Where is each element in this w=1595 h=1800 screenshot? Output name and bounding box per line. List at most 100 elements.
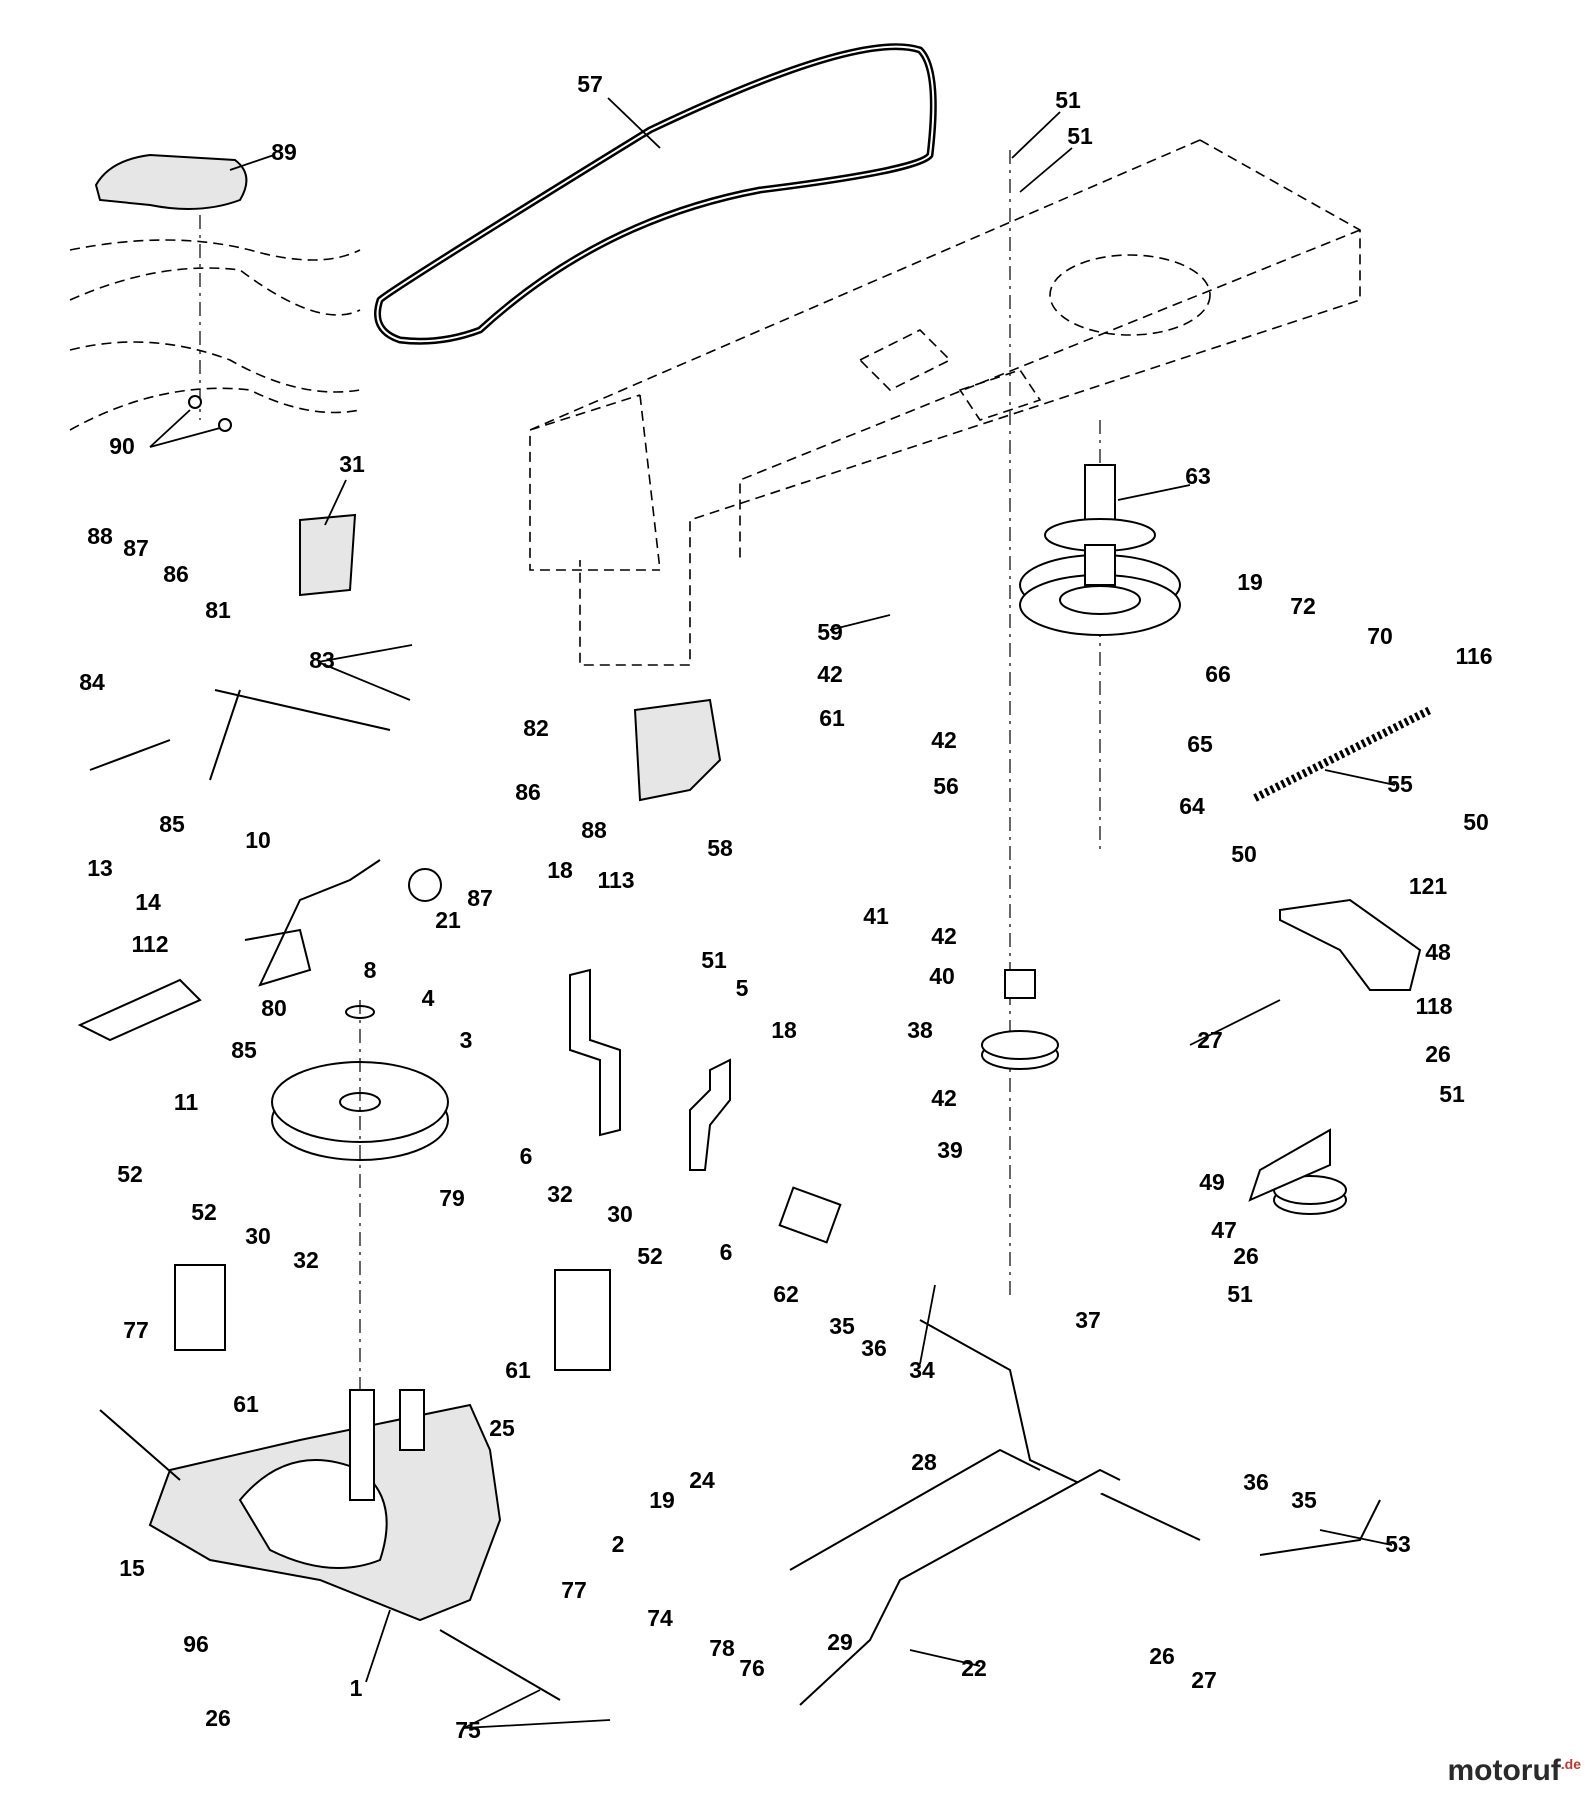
part-label-18: 18 <box>547 857 573 883</box>
part-label-32: 32 <box>547 1181 573 1207</box>
part-label-51: 51 <box>1055 87 1081 113</box>
part-label-38: 38 <box>907 1017 933 1043</box>
part-label-51: 51 <box>1227 1281 1253 1307</box>
part-label-11: 11 <box>174 1089 199 1115</box>
mounting-brackets <box>77 513 731 1371</box>
part-label-78: 78 <box>709 1635 735 1661</box>
part-label-18: 18 <box>771 1017 797 1043</box>
linkage-rods <box>89 689 1381 1706</box>
part-label-27: 27 <box>1191 1667 1217 1693</box>
part-label-27: 27 <box>1197 1027 1223 1053</box>
part-label-48: 48 <box>1425 939 1451 965</box>
part-label-3: 3 <box>460 1027 473 1053</box>
part-label-116: 116 <box>1455 643 1492 669</box>
part-label-50: 50 <box>1463 809 1489 835</box>
part-label-81: 81 <box>205 597 231 623</box>
part-label-88: 88 <box>581 817 607 843</box>
part-label-62: 62 <box>773 1281 799 1307</box>
part-label-85: 85 <box>159 811 185 837</box>
part-label-35: 35 <box>1291 1487 1317 1513</box>
leader-lines <box>149 97 1396 1729</box>
part-label-32: 32 <box>293 1247 319 1273</box>
part-label-77: 77 <box>561 1577 587 1603</box>
part-label-22: 22 <box>961 1655 987 1681</box>
part-label-51: 51 <box>1439 1081 1465 1107</box>
idler-bracket-assembly <box>1248 898 1422 1215</box>
part-label-59: 59 <box>817 619 843 645</box>
part-label-26: 26 <box>1149 1643 1175 1669</box>
part-label-89: 89 <box>271 139 297 165</box>
part-label-49: 49 <box>1199 1169 1225 1195</box>
part-label-42: 42 <box>931 727 957 753</box>
main-pulley <box>271 1000 449 1400</box>
part-label-26: 26 <box>1425 1041 1451 1067</box>
transaxle <box>99 1389 561 1701</box>
small-idler-pulley <box>981 969 1059 1070</box>
part-label-121: 121 <box>1409 873 1448 899</box>
part-label-4: 4 <box>422 985 435 1011</box>
part-label-72: 72 <box>1290 593 1316 619</box>
tension-spring <box>1253 706 1432 802</box>
part-label-63: 63 <box>1185 463 1211 489</box>
part-label-90: 90 <box>109 433 135 459</box>
part-label-19: 19 <box>649 1487 675 1513</box>
part-label-40: 40 <box>929 963 955 989</box>
part-label-47: 47 <box>1211 1217 1237 1243</box>
part-label-10: 10 <box>245 827 271 853</box>
part-label-24: 24 <box>689 1467 715 1493</box>
part-label-6: 6 <box>520 1143 533 1169</box>
part-label-70: 70 <box>1367 623 1393 649</box>
part-label-52: 52 <box>117 1161 143 1187</box>
part-label-58: 58 <box>707 835 733 861</box>
drive-belt <box>374 43 937 345</box>
part-label-6: 6 <box>720 1239 733 1265</box>
part-label-19: 19 <box>1237 569 1263 595</box>
spindle-pulley-assembly <box>1009 150 1181 1300</box>
part-label-64: 64 <box>1179 793 1205 819</box>
part-label-30: 30 <box>245 1223 271 1249</box>
part-label-87: 87 <box>123 535 149 561</box>
part-label-37: 37 <box>1075 1307 1101 1333</box>
tractor-frame <box>529 139 1361 666</box>
part-label-86: 86 <box>515 779 541 805</box>
part-label-118: 118 <box>1415 993 1452 1019</box>
part-label-25: 25 <box>489 1415 515 1441</box>
part-label-52: 52 <box>191 1199 217 1225</box>
part-label-66: 66 <box>1205 661 1231 687</box>
part-label-51: 51 <box>1067 123 1093 149</box>
part-label-14: 14 <box>135 889 161 915</box>
part-label-31: 31 <box>339 451 365 477</box>
part-label-5: 5 <box>736 975 749 1001</box>
part-label-61: 61 <box>233 1391 259 1417</box>
part-label-96: 96 <box>183 1631 209 1657</box>
part-label-35: 35 <box>829 1313 855 1339</box>
part-label-77: 77 <box>123 1317 149 1343</box>
part-label-83: 83 <box>309 647 335 673</box>
part-label-79: 79 <box>439 1185 465 1211</box>
part-label-51: 51 <box>701 947 727 973</box>
part-label-84: 84 <box>79 669 105 695</box>
part-label-41: 41 <box>863 903 889 929</box>
part-label-55: 55 <box>1387 771 1413 797</box>
part-label-39: 39 <box>937 1137 963 1163</box>
part-label-112: 112 <box>131 931 168 957</box>
part-label-61: 61 <box>505 1357 531 1383</box>
part-label-13: 13 <box>87 855 113 881</box>
part-label-29: 29 <box>827 1629 853 1655</box>
part-label-86: 86 <box>163 561 189 587</box>
part-label-80: 80 <box>261 995 287 1021</box>
part-label-28: 28 <box>911 1449 937 1475</box>
part-label-57: 57 <box>577 71 603 97</box>
part-label-1: 1 <box>350 1675 363 1701</box>
part-label-36: 36 <box>1243 1469 1269 1495</box>
part-label-61: 61 <box>819 705 845 731</box>
part-label-82: 82 <box>523 715 549 741</box>
fender-outline <box>69 153 361 432</box>
part-label-42: 42 <box>931 1085 957 1111</box>
part-label-56: 56 <box>933 773 959 799</box>
part-label-34: 34 <box>909 1357 935 1383</box>
watermark-logo: motoruf.de <box>1447 1754 1581 1787</box>
part-label-30: 30 <box>607 1201 633 1227</box>
